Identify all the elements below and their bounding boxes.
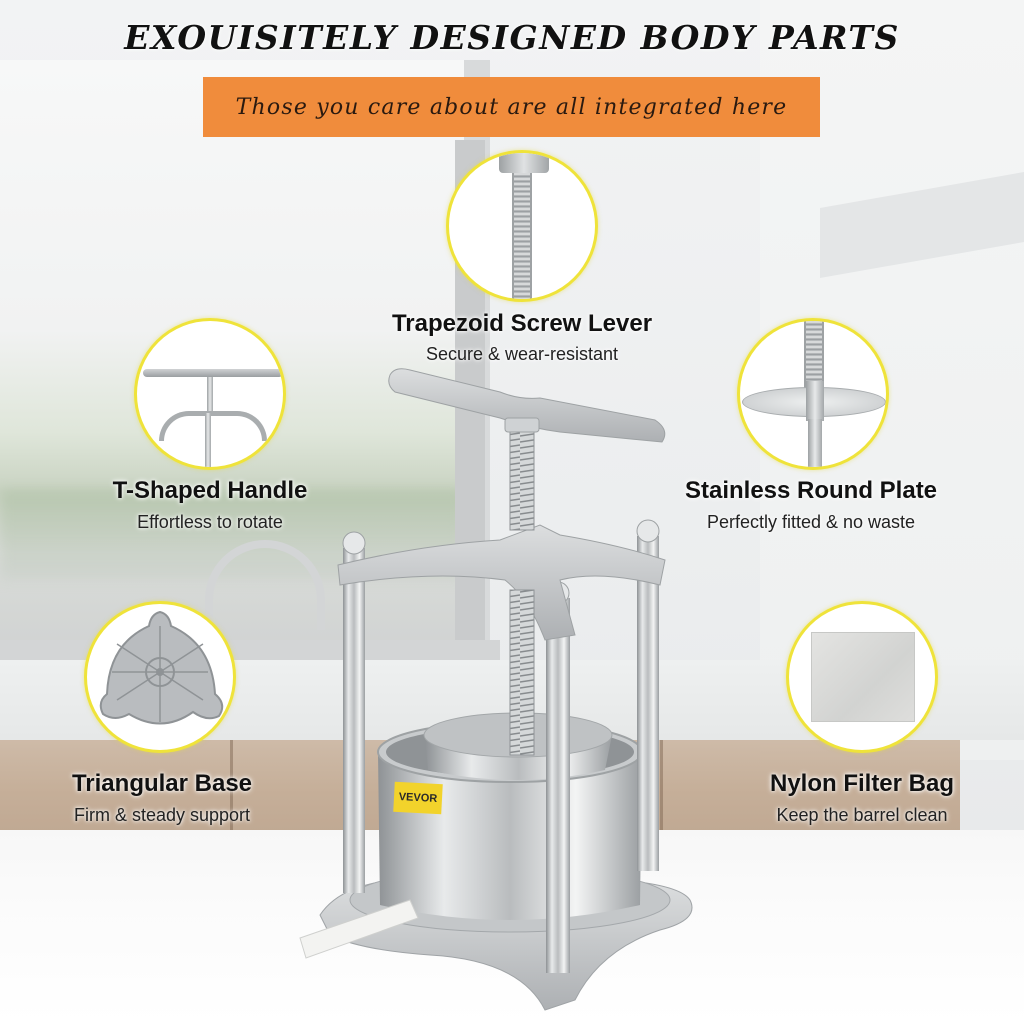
feature-subtitle: Firm & steady support — [73, 805, 251, 825]
cabinet-seam — [660, 740, 663, 870]
feature-title: Nylon Filter Bag — [769, 770, 955, 797]
feature-title: Trapezoid Screw Lever — [391, 310, 653, 337]
faucet — [205, 540, 325, 630]
round-plate-icon — [737, 318, 889, 470]
feature-subtitle: Keep the barrel clean — [776, 805, 948, 825]
brand-label: VEVOR — [393, 781, 443, 815]
triangular-base-icon — [84, 601, 236, 753]
filter-bag-icon — [786, 601, 938, 753]
feature-subtitle: Perfectly fitted & no waste — [706, 512, 916, 532]
t-handle-icon — [134, 318, 286, 470]
headline: EXOUISITELY DESIGNED BODY PARTS — [124, 18, 900, 57]
feature-title: Stainless Round Plate — [684, 477, 938, 504]
feature-subtitle: Effortless to rotate — [137, 512, 283, 532]
feature-title: T-Shaped Handle — [112, 477, 308, 504]
screw-rod-icon — [446, 150, 598, 302]
banner-text: Those you care about are all integrated … — [235, 94, 788, 120]
feature-subtitle: Secure & wear-resistant — [425, 344, 619, 364]
subtitle-banner: Those you care about are all integrated … — [203, 77, 820, 137]
feature-title: Triangular Base — [71, 770, 253, 797]
cabinet-seam — [230, 740, 233, 870]
